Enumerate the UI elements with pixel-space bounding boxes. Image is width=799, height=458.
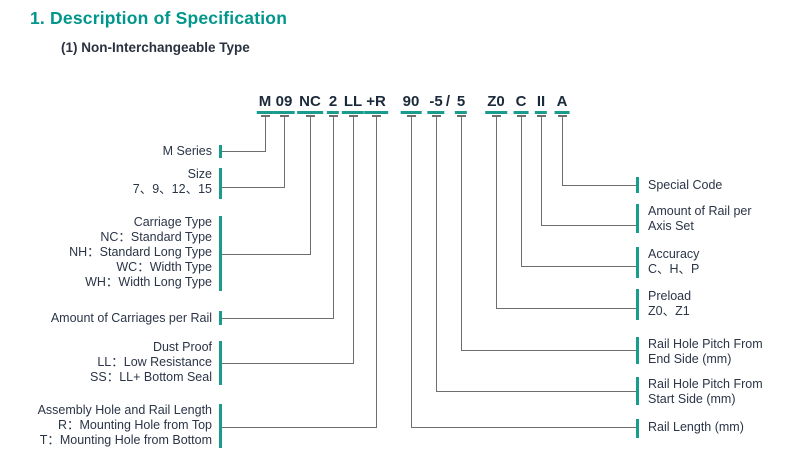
label-assembly-hole: Assembly Hole and Rail Length R：Mounting… xyxy=(38,403,212,448)
label-line: NC：Standard Type xyxy=(100,230,212,244)
label-line: Z0、Z1 xyxy=(648,304,690,318)
tick-cap-minus5 xyxy=(432,115,441,117)
code-segment-pitch-start: -5 xyxy=(427,94,445,114)
label-line: Special Code xyxy=(648,178,723,192)
connector-dust-proof xyxy=(222,117,354,364)
label-carriage-type: Carriage Type NC：Standard Type NH：Standa… xyxy=(69,215,212,290)
code-segment-m: M xyxy=(256,94,274,114)
label-line: R：Mounting Hole from Top xyxy=(57,418,212,432)
label-special-code: Special Code xyxy=(648,178,722,193)
code-segment-rail-length: 90 xyxy=(400,94,422,114)
connector-accuracy xyxy=(521,117,638,267)
connector-carriage-type xyxy=(222,117,311,255)
label-line: Start Side (mm) xyxy=(648,392,736,406)
section-subtitle: (1) Non-Interchangeable Type xyxy=(61,40,250,55)
label-line: SS：LL+ Bottom Seal xyxy=(90,370,212,384)
terminal-bar-rail-length xyxy=(636,419,639,438)
tick-cap-a xyxy=(558,115,567,117)
label-line: T：Mounting Hole from Bottom xyxy=(39,433,212,447)
tick-cap-90 xyxy=(407,115,416,117)
label-line: Amount of Carriages per Rail xyxy=(50,311,212,325)
label-line: Rail Hole Pitch From xyxy=(648,377,763,391)
connector-rail-per-axis-set xyxy=(541,117,638,226)
code-segment-special-code: A xyxy=(554,94,570,114)
tick-cap-09 xyxy=(280,115,289,117)
label-pitch-end: Rail Hole Pitch From End Side (mm) xyxy=(648,337,763,367)
code-segment-size: 09 xyxy=(273,94,295,114)
label-preload: Preload Z0、Z1 xyxy=(648,289,691,319)
code-segment-carriage-type: NC xyxy=(297,94,323,114)
code-segment-rail-per-axis: II xyxy=(534,94,548,114)
code-segment-preload: Z0 xyxy=(485,94,507,114)
terminal-bar-carriage-type xyxy=(219,216,222,291)
code-segment-dust-proof: LL xyxy=(341,94,365,114)
label-line: LL：Low Resistance xyxy=(97,355,212,369)
label-m-series: M Series xyxy=(163,144,212,159)
connector-rail-length xyxy=(411,117,638,428)
label-line: End Side (mm) xyxy=(648,352,732,366)
tick-cap-r xyxy=(372,115,381,117)
connector-preload xyxy=(496,117,638,309)
tick-cap-nc xyxy=(306,115,315,117)
tick-cap-m xyxy=(261,115,270,117)
code-segment-carriage-count: 2 xyxy=(326,94,340,114)
label-line: 7、9、12、15 xyxy=(132,182,212,196)
terminal-bar-preload xyxy=(636,289,639,320)
terminal-bar-pitch-end xyxy=(636,337,639,364)
label-line: NH：Standard Long Type xyxy=(69,245,212,259)
label-line: Size xyxy=(187,167,212,181)
label-rail-per-axis-set: Amount of Rail per Axis Set xyxy=(648,204,752,234)
label-size: Size 7、9、12、15 xyxy=(133,167,212,197)
tick-cap-c xyxy=(517,115,526,117)
terminal-bar-pitch-start xyxy=(636,377,639,405)
label-line: Rail Hole Pitch From xyxy=(648,337,763,351)
tick-cap-5 xyxy=(457,115,466,117)
terminal-bar-accuracy xyxy=(636,247,639,278)
label-pitch-start: Rail Hole Pitch From Start Side (mm) xyxy=(648,377,763,407)
tick-cap-2 xyxy=(329,115,338,117)
tick-cap-ll xyxy=(349,115,358,117)
label-line: Amount of Rail per xyxy=(648,204,752,218)
label-line: Rail Length (mm) xyxy=(648,420,744,434)
label-carriages-per-rail: Amount of Carriages per Rail xyxy=(51,311,212,326)
code-segment-accuracy: C xyxy=(513,94,529,114)
connector-size xyxy=(222,117,285,188)
terminal-bar-special-code xyxy=(636,177,639,193)
label-line: Preload xyxy=(648,289,692,303)
label-line: Accuracy xyxy=(648,247,700,261)
connector-m-series xyxy=(222,117,266,152)
connector-special-code xyxy=(562,117,638,186)
terminal-bar-rail-per-axis-set xyxy=(636,204,639,233)
label-line: WH：Width Long Type xyxy=(85,275,212,289)
code-segment-pitch-end: 5 xyxy=(454,94,468,114)
terminal-bar-dust-proof xyxy=(219,341,222,385)
page-title: 1. Description of Specification xyxy=(30,8,288,28)
tick-cap-z0 xyxy=(492,115,501,117)
label-line: Assembly Hole and Rail Length xyxy=(37,403,212,417)
label-rail-length: Rail Length (mm) xyxy=(648,420,744,435)
label-line: WC：Width Type xyxy=(116,260,212,274)
label-dust-proof: Dust Proof LL：Low Resistance SS：LL+ Bott… xyxy=(90,340,212,385)
label-line: Dust Proof xyxy=(152,340,212,354)
label-line: C、H、P xyxy=(648,262,700,276)
label-line: M Series xyxy=(162,144,212,158)
terminal-bar-carriages-per-rail xyxy=(219,311,222,325)
label-line: Carriage Type xyxy=(133,215,212,229)
tick-cap-ii xyxy=(537,115,546,117)
terminal-bar-assembly-hole xyxy=(219,404,222,448)
code-segment-slash: / xyxy=(445,93,451,110)
code-segment-assembly-hole: +R xyxy=(364,94,388,114)
connector-assembly-hole xyxy=(222,117,377,428)
terminal-bar-size xyxy=(219,168,222,199)
connector-pitch-end xyxy=(461,117,638,351)
connector-carriages-per-rail xyxy=(222,117,334,319)
label-line: Axis Set xyxy=(648,219,694,233)
connector-pitch-start xyxy=(436,117,638,392)
terminal-bar-m-series xyxy=(219,145,222,158)
label-accuracy: Accuracy C、H、P xyxy=(648,247,699,277)
